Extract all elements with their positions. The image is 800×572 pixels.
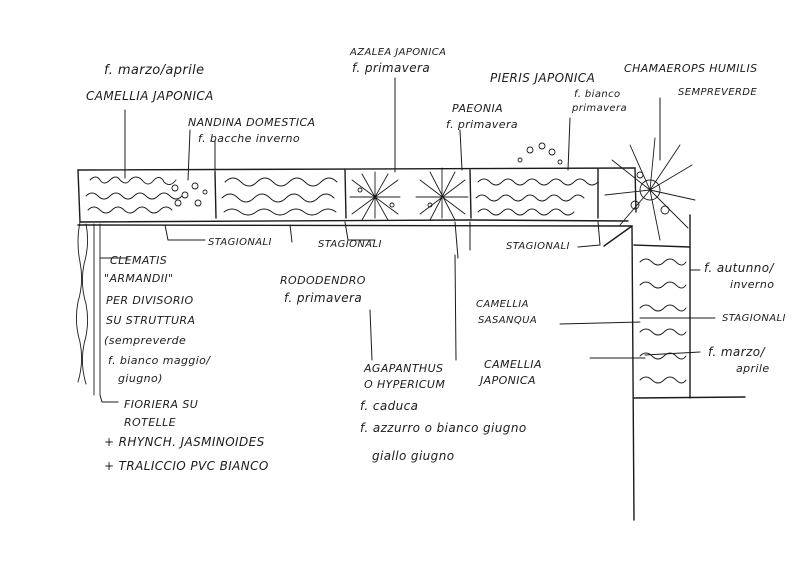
- azalea-name-label: AZALEA JAPONICA: [350, 47, 447, 58]
- clematis-label-6: f. bianco maggio/: [108, 354, 211, 367]
- foliage-scribble-camellia: [85, 176, 208, 214]
- stagionali-label-3: STAGIONALI: [506, 241, 570, 252]
- pieris-note-2-label: primavera: [572, 103, 628, 114]
- rhynch-label: + RHYNCH. JASMINOIDES: [104, 435, 265, 449]
- camellia-japonica-mid-label-1: CAMELLIA: [484, 358, 542, 371]
- clematis-label-5: (sempreverde: [104, 334, 187, 347]
- autunno-label-1: f. autunno/: [704, 261, 774, 275]
- chamaerops-note-label: SEMPREVERDE: [678, 87, 758, 98]
- agapanthus-label-1: AGAPANTHUS: [364, 362, 444, 375]
- agapanthus-label-2: O HYPERICUM: [364, 378, 446, 391]
- clematis-label-2: "ARMANDII": [104, 272, 174, 285]
- camellia-sasanqua-label-2: SASANQUA: [478, 315, 538, 326]
- agapanthus-label-4: f. azzurro o bianco giugno: [360, 421, 527, 435]
- vertical-planter-outline: [603, 214, 746, 521]
- clematis-label-7: giugno): [118, 372, 163, 385]
- planter-bed-outline: [77, 167, 637, 227]
- agapanthus-label-3: f. caduca: [360, 399, 419, 413]
- leader-lines: [99, 77, 716, 403]
- autunno-label-2: inverno: [730, 278, 775, 291]
- clematis-label-4: SU STRUTTURA: [106, 314, 196, 327]
- foliage-scribble-azalea: [349, 167, 469, 221]
- agapanthus-label-5: giallo giugno: [372, 449, 455, 463]
- fioriera-label-2: ROTELLE: [124, 416, 176, 429]
- clematis-label-1: CLEMATIS: [110, 254, 168, 267]
- camellia-japonica-left-label: CAMELLIA JAPONICA: [86, 89, 214, 103]
- foliage-scribble-nandina: [221, 177, 338, 216]
- marzo-right-label-2: aprile: [736, 362, 770, 375]
- rododendro-note-label: f. primavera: [284, 291, 363, 305]
- stagionali-label-2: STAGIONALI: [318, 239, 382, 250]
- traliccio-label: + TRALICCIO PVC BIANCO: [104, 459, 269, 473]
- fioriera-label-1: FIORIERA SU: [124, 398, 199, 411]
- pieris-note-1-label: f. bianco: [574, 89, 621, 100]
- clematis-climber: [75, 221, 101, 396]
- azalea-note-label: f. primavera: [352, 61, 431, 75]
- camellia-sasanqua-label-1: CAMELLIA: [476, 299, 529, 310]
- nandina-name-label: NANDINA DOMESTICA: [188, 116, 316, 129]
- nandina-note-label: f. bacche inverno: [198, 132, 301, 145]
- paeonia-note-label: f. primavera: [446, 118, 519, 131]
- foliage-scribble-paeonia-pieris: [475, 142, 599, 216]
- clematis-label-3: PER DIVISORIO: [106, 294, 194, 307]
- rododendro-name-label: RODODENDRO: [280, 274, 366, 287]
- stagionali-label-1: STAGIONALI: [208, 237, 272, 248]
- foliage-scribble-vertical-bed: [639, 258, 687, 384]
- camellia-japonica-mid-label-2: JAPONICA: [480, 374, 536, 387]
- stagionali-label-4: STAGIONALI: [722, 313, 786, 324]
- camellia-flower-time-label: f. marzo/aprile: [104, 63, 205, 78]
- pieris-name-label: PIERIS JAPONICA: [490, 71, 596, 85]
- foliage-scribble-chamaerops: [604, 137, 696, 241]
- marzo-right-label-1: f. marzo/: [708, 345, 765, 359]
- chamaerops-name-label: CHAMAEROPS HUMILIS: [624, 62, 758, 75]
- paeonia-name-label: PAEONIA: [452, 102, 504, 115]
